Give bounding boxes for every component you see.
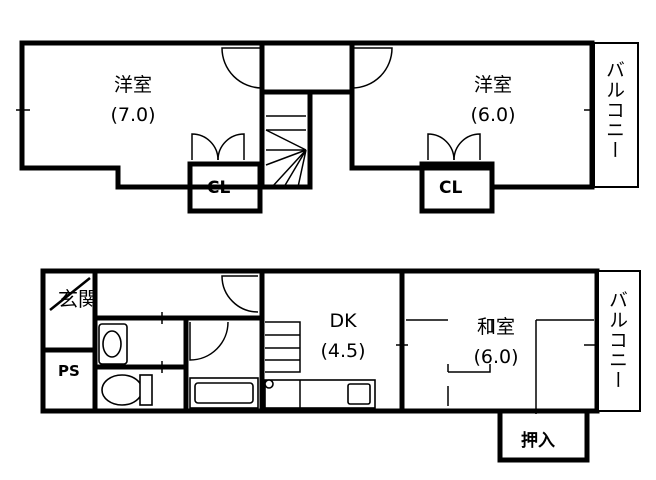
oshiire-closet-label: 押入 bbox=[521, 431, 555, 451]
western-room-7-size: (7.0) bbox=[110, 104, 156, 127]
dining-kitchen-size: (4.5) bbox=[320, 340, 366, 363]
lower-door-swings bbox=[189, 275, 259, 361]
western-room-7-label: 洋室 (7.0) bbox=[96, 70, 170, 131]
upper-floor-walls bbox=[19, 40, 595, 214]
japanese-room-label: 和室 (6.0) bbox=[456, 312, 536, 373]
lower-balcony-rail bbox=[597, 270, 641, 412]
japanese-room-size: (6.0) bbox=[473, 346, 519, 369]
lower-windows bbox=[161, 312, 598, 373]
lower-balcony-label: バルコニー bbox=[606, 290, 628, 390]
bathtub bbox=[189, 377, 259, 409]
entrance-label: 玄関 bbox=[58, 287, 98, 311]
toilet bbox=[101, 374, 153, 406]
upper-balcony-rail bbox=[593, 42, 639, 188]
upper-balcony-label: バルコニー bbox=[603, 60, 625, 160]
upper-door-swings bbox=[191, 47, 481, 161]
tatami-lines bbox=[406, 319, 594, 414]
closet-right-label: CL bbox=[439, 178, 463, 198]
western-room-6-name: 洋室 bbox=[473, 74, 512, 96]
washbasin bbox=[98, 323, 128, 365]
dining-kitchen-label: DK (4.5) bbox=[306, 306, 380, 367]
closet-left-label: CL bbox=[207, 178, 231, 198]
lower-stairs bbox=[265, 321, 301, 373]
entrance-step bbox=[49, 277, 91, 311]
japanese-room-name: 和室 bbox=[476, 316, 515, 338]
kitchen-counter bbox=[264, 379, 376, 409]
dining-kitchen-name: DK bbox=[329, 310, 357, 332]
pipe-space-label: PS bbox=[58, 362, 80, 380]
western-room-7-name: 洋室 bbox=[113, 74, 152, 96]
upper-stairs bbox=[265, 115, 307, 188]
western-room-6-label: 洋室 (6.0) bbox=[456, 70, 530, 131]
western-room-6-size: (6.0) bbox=[470, 104, 516, 127]
